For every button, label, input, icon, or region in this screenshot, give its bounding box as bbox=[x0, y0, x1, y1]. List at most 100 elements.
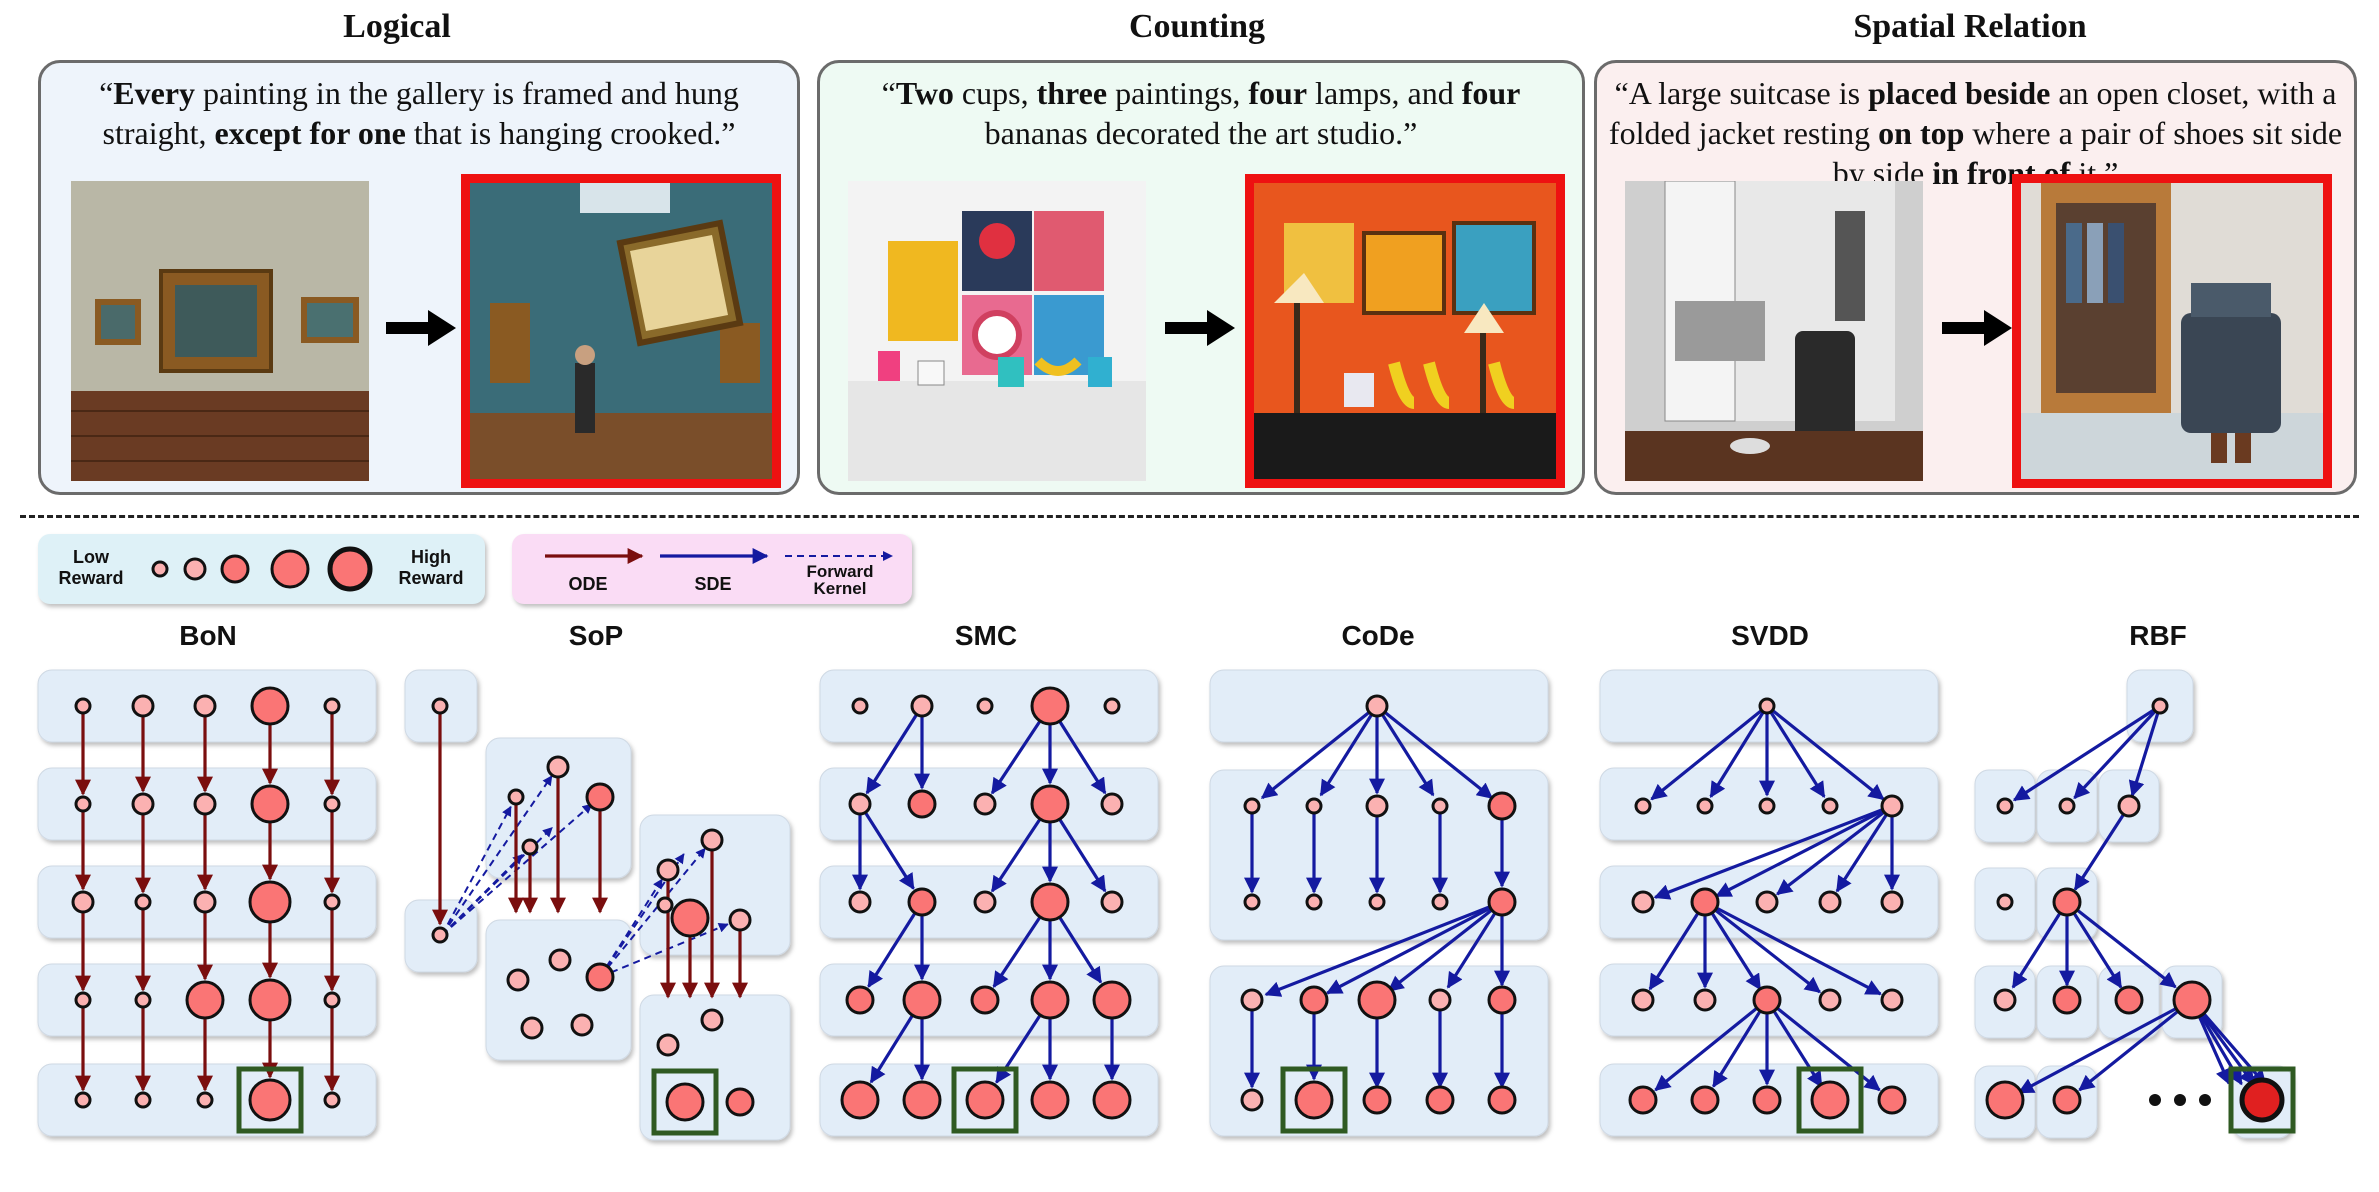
sop-node bbox=[665, 1082, 705, 1122]
method-title-rbf: RBF bbox=[2129, 620, 2187, 651]
arrow-legend bbox=[512, 534, 912, 604]
forward-kernel-arrow bbox=[441, 805, 512, 936]
sde-arrow bbox=[1375, 705, 1435, 797]
rbf-node bbox=[2117, 794, 2141, 818]
smc-node bbox=[965, 1080, 1005, 1120]
section-title-logical: Logical bbox=[343, 8, 451, 45]
smc-node bbox=[840, 1080, 880, 1120]
svdd-node bbox=[1758, 797, 1776, 815]
counting-arrow-icon bbox=[1165, 310, 1235, 346]
bon-node bbox=[74, 697, 92, 715]
sde-arrow bbox=[1648, 901, 1707, 991]
bon-node bbox=[74, 991, 92, 1009]
svdd-node bbox=[1758, 697, 1776, 715]
forward-kernel-arrow bbox=[599, 878, 663, 978]
reward-legend bbox=[38, 534, 485, 604]
sde-arrow bbox=[1712, 999, 1769, 1088]
sop-node bbox=[548, 948, 572, 972]
svdd-node bbox=[1821, 797, 1839, 815]
svdd-node bbox=[1810, 1080, 1850, 1120]
code-node bbox=[1365, 694, 1389, 718]
smc-node bbox=[970, 985, 1000, 1015]
spatial-arrow-icon bbox=[1942, 310, 2012, 346]
smc-node bbox=[848, 890, 872, 914]
code-node bbox=[1487, 791, 1517, 821]
sop-node bbox=[546, 755, 570, 779]
spatial-baseline-image bbox=[1625, 180, 1923, 481]
code-node bbox=[1243, 893, 1261, 911]
smc-node bbox=[1092, 1080, 1132, 1120]
bon-node bbox=[134, 991, 152, 1009]
code-node bbox=[1431, 893, 1449, 911]
code-node bbox=[1305, 893, 1323, 911]
svdd-node bbox=[1880, 794, 1904, 818]
section-title-counting: Counting bbox=[1128, 8, 1266, 45]
high-reward-label: High Reward bbox=[398, 547, 464, 588]
rbf-node bbox=[1993, 988, 2017, 1012]
bon-node bbox=[71, 890, 95, 914]
rbf-node bbox=[2151, 697, 2169, 715]
code-node bbox=[1368, 893, 1386, 911]
smc-node bbox=[1100, 792, 1124, 816]
section-title-spatial: Spatial Relation bbox=[1853, 8, 2087, 45]
code-node bbox=[1431, 797, 1449, 815]
code-node bbox=[1305, 797, 1323, 815]
rbf-node bbox=[2052, 1085, 2082, 1115]
forward-kernel-label: Forward Kernel bbox=[806, 562, 874, 598]
bon-node bbox=[193, 890, 217, 914]
sde-arrow bbox=[2128, 705, 2162, 798]
bon-node bbox=[185, 980, 225, 1020]
bon-node bbox=[193, 694, 217, 718]
sde-label: SDE bbox=[694, 574, 732, 594]
sde-arrow bbox=[1715, 804, 1893, 898]
rbf-best-node bbox=[2239, 1077, 2285, 1123]
selected-sample-box bbox=[2228, 1066, 2296, 1134]
svdd-node bbox=[1628, 1085, 1658, 1115]
svdd-node bbox=[1690, 887, 1720, 917]
rbf-node bbox=[1985, 1080, 2025, 1120]
sop-node bbox=[520, 1016, 544, 1040]
svdd-node bbox=[1693, 988, 1717, 1012]
bon-node bbox=[248, 1078, 292, 1122]
bon-node bbox=[193, 792, 217, 816]
sde-arrow bbox=[2011, 901, 2069, 989]
svdd-node bbox=[1634, 797, 1652, 815]
sde-arrow bbox=[1446, 901, 1504, 989]
sop-node bbox=[728, 908, 752, 932]
smc-node bbox=[910, 694, 934, 718]
sop-node bbox=[725, 1087, 755, 1117]
code-node bbox=[1357, 980, 1397, 1020]
sop-node bbox=[656, 858, 680, 882]
smc-node bbox=[976, 697, 994, 715]
bon-node bbox=[250, 686, 290, 726]
code-node bbox=[1243, 797, 1261, 815]
sop-node bbox=[507, 788, 525, 806]
sde-arrow bbox=[1654, 998, 1769, 1092]
smc-node bbox=[1030, 784, 1070, 824]
selected-sample-box bbox=[236, 1066, 304, 1134]
sop-node bbox=[656, 896, 674, 914]
svdd-node bbox=[1818, 988, 1842, 1012]
smc-node bbox=[973, 792, 997, 816]
sde-arrow bbox=[1709, 705, 1769, 799]
smc-node bbox=[902, 1080, 942, 1120]
sop-node bbox=[570, 1013, 594, 1037]
bon-node bbox=[196, 1091, 214, 1109]
forward-kernel-arrow bbox=[441, 775, 553, 936]
logical-prompt: “Every painting in the gallery is framed… bbox=[99, 75, 739, 151]
selected-sample-box bbox=[651, 1068, 719, 1136]
sde-arrow bbox=[2012, 704, 2161, 802]
sde-arrow bbox=[865, 705, 924, 795]
sop-step-box bbox=[485, 919, 632, 1061]
smc-node bbox=[902, 980, 942, 1020]
smc-node bbox=[851, 697, 869, 715]
bon-node bbox=[248, 880, 292, 924]
forward-kernel-arrow bbox=[441, 826, 553, 936]
svdd-node bbox=[1880, 890, 1904, 914]
method-title-svdd: SVDD bbox=[1731, 620, 1809, 651]
sde-arrow bbox=[1325, 900, 1503, 995]
smc-node bbox=[1030, 686, 1070, 726]
sde-arrow bbox=[2073, 805, 2131, 891]
sde-arrow bbox=[1765, 705, 1826, 799]
sde-arrow bbox=[1650, 704, 1769, 801]
